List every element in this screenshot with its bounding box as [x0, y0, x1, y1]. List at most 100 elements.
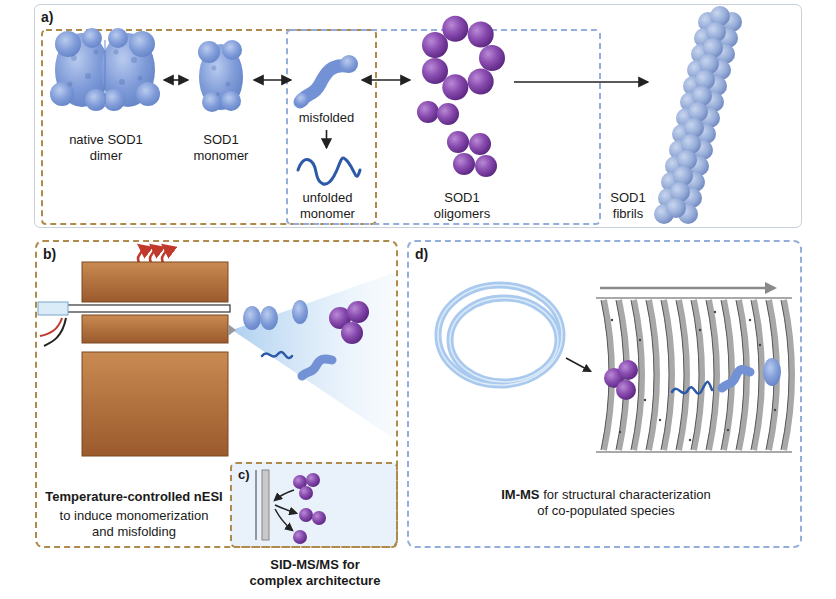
heating-block: [82, 352, 228, 456]
gas-dot: [727, 429, 729, 431]
spray-species: [243, 306, 261, 330]
monomer-protein: [198, 40, 243, 112]
species-node: misfolded: [293, 42, 360, 128]
heat-arrow: [162, 246, 166, 264]
protein-texture: [68, 82, 73, 87]
species-node: SOD1 monomer: [190, 35, 252, 168]
gas-dot: [759, 344, 761, 346]
protein-texture: [114, 50, 119, 55]
gas-dot: [714, 311, 716, 313]
method-panel: b)Temperature-controlled nESIto induce m…: [35, 240, 398, 548]
drift-plate-edge: [646, 300, 654, 450]
oligomer-sphere: [453, 153, 475, 175]
method-title: Temperature-controlled nESI: [41, 489, 227, 505]
spray-species: [292, 300, 308, 324]
drift-plate-edge: [721, 300, 729, 450]
unfolded-chain: [672, 382, 712, 394]
drift-tube: [596, 298, 792, 452]
protein-texture: [226, 82, 231, 87]
wire: [44, 318, 66, 346]
misfolded-protein: [302, 359, 332, 376]
unfolded-chain: [262, 352, 292, 358]
monomer-protein: [763, 358, 781, 386]
heat-arrow: [138, 246, 166, 264]
sid-arrow: [275, 490, 294, 500]
drift-plate-edge: [706, 300, 714, 450]
panel-fill: [230, 462, 398, 548]
protein-texture: [138, 76, 143, 81]
oligomer-sphere: [479, 45, 505, 71]
gas-dot: [639, 339, 641, 341]
protein-texture: [94, 50, 99, 55]
heating-block: [82, 262, 228, 302]
spray-oligomer: [347, 301, 369, 323]
drift-plate-edge: [691, 300, 699, 450]
gas-dot: [689, 439, 691, 441]
dimer-interface: [104, 40, 106, 104]
gas-dot: [659, 419, 661, 421]
wire: [40, 318, 62, 336]
oligomer-sphere: [468, 69, 494, 95]
heating-block: [82, 262, 228, 456]
panel-letter: b): [43, 246, 73, 263]
cyclic-ims: [450, 298, 558, 382]
gas-dot: [644, 399, 646, 401]
oligomer-sphere: [604, 360, 638, 400]
method-description: for structural characterization of co-po…: [537, 487, 710, 518]
method-title: IM-MS: [501, 487, 539, 502]
oligomer-sphere: [475, 155, 497, 177]
oligomer-sphere: [616, 380, 636, 400]
spray-species: [243, 300, 308, 330]
heating-block: [82, 315, 228, 343]
cyclic-ims: [438, 285, 562, 385]
cyclic-ims: [438, 285, 562, 385]
method-panel: c)SID-MS/MS for complex architecture: [230, 462, 398, 548]
drift-arrow: [600, 287, 774, 290]
protein-texture: [85, 73, 91, 79]
protein-texture: [216, 92, 220, 96]
group-outline: [42, 30, 376, 224]
gas-dot: [611, 319, 613, 321]
oligomer-sphere: [306, 473, 320, 487]
sid-arrow: [275, 505, 296, 513]
misfolded-protein: [340, 55, 358, 73]
protein-texture: [119, 79, 125, 85]
method-title: SID-MS/MS for complex architecture: [245, 557, 385, 588]
transition-arrow: [514, 81, 648, 83]
protein-texture: [131, 57, 137, 63]
drift-plate-edge: [676, 300, 684, 450]
species-label: unfolded monomer: [290, 190, 365, 221]
cyclic-ims: [450, 298, 558, 382]
oligomer-sphere: [442, 74, 468, 100]
oligomer-sphere: [417, 101, 439, 123]
species-node: SOD1 oligomers: [412, 28, 512, 222]
transition-arrow: [164, 79, 188, 81]
transition-arrow: [362, 79, 410, 81]
dimer-protein: [108, 28, 128, 48]
species-label: SOD1 oligomers: [431, 190, 493, 221]
fibril-sphere: [654, 6, 742, 224]
gas-dot: [699, 329, 701, 331]
oligomer-sphere: [469, 133, 491, 155]
collision-surface: [262, 470, 269, 540]
glass-emitter: [38, 302, 68, 315]
drift-plate: [604, 300, 792, 450]
heat-arrow: [138, 246, 142, 264]
oligomer-sphere: [417, 16, 505, 177]
dimer-protein: [136, 82, 160, 106]
species-node: SOD1 fibrils: [650, 6, 745, 222]
panel-letter: d): [415, 246, 445, 263]
monomer-protein: [198, 41, 220, 63]
oligomer-sphere: [293, 530, 307, 544]
group-outline: [42, 30, 600, 224]
panel-letter: a): [41, 9, 71, 26]
oligomer-sphere: [299, 508, 313, 522]
spray-plume: [232, 272, 396, 440]
dimer-protein: [55, 31, 81, 57]
spray-oligomer: [341, 322, 363, 344]
monomer-protein: [221, 91, 241, 111]
monomer-protein: [222, 40, 242, 60]
unfolded-chain: [298, 158, 360, 184]
transition-arrow: [326, 130, 328, 148]
